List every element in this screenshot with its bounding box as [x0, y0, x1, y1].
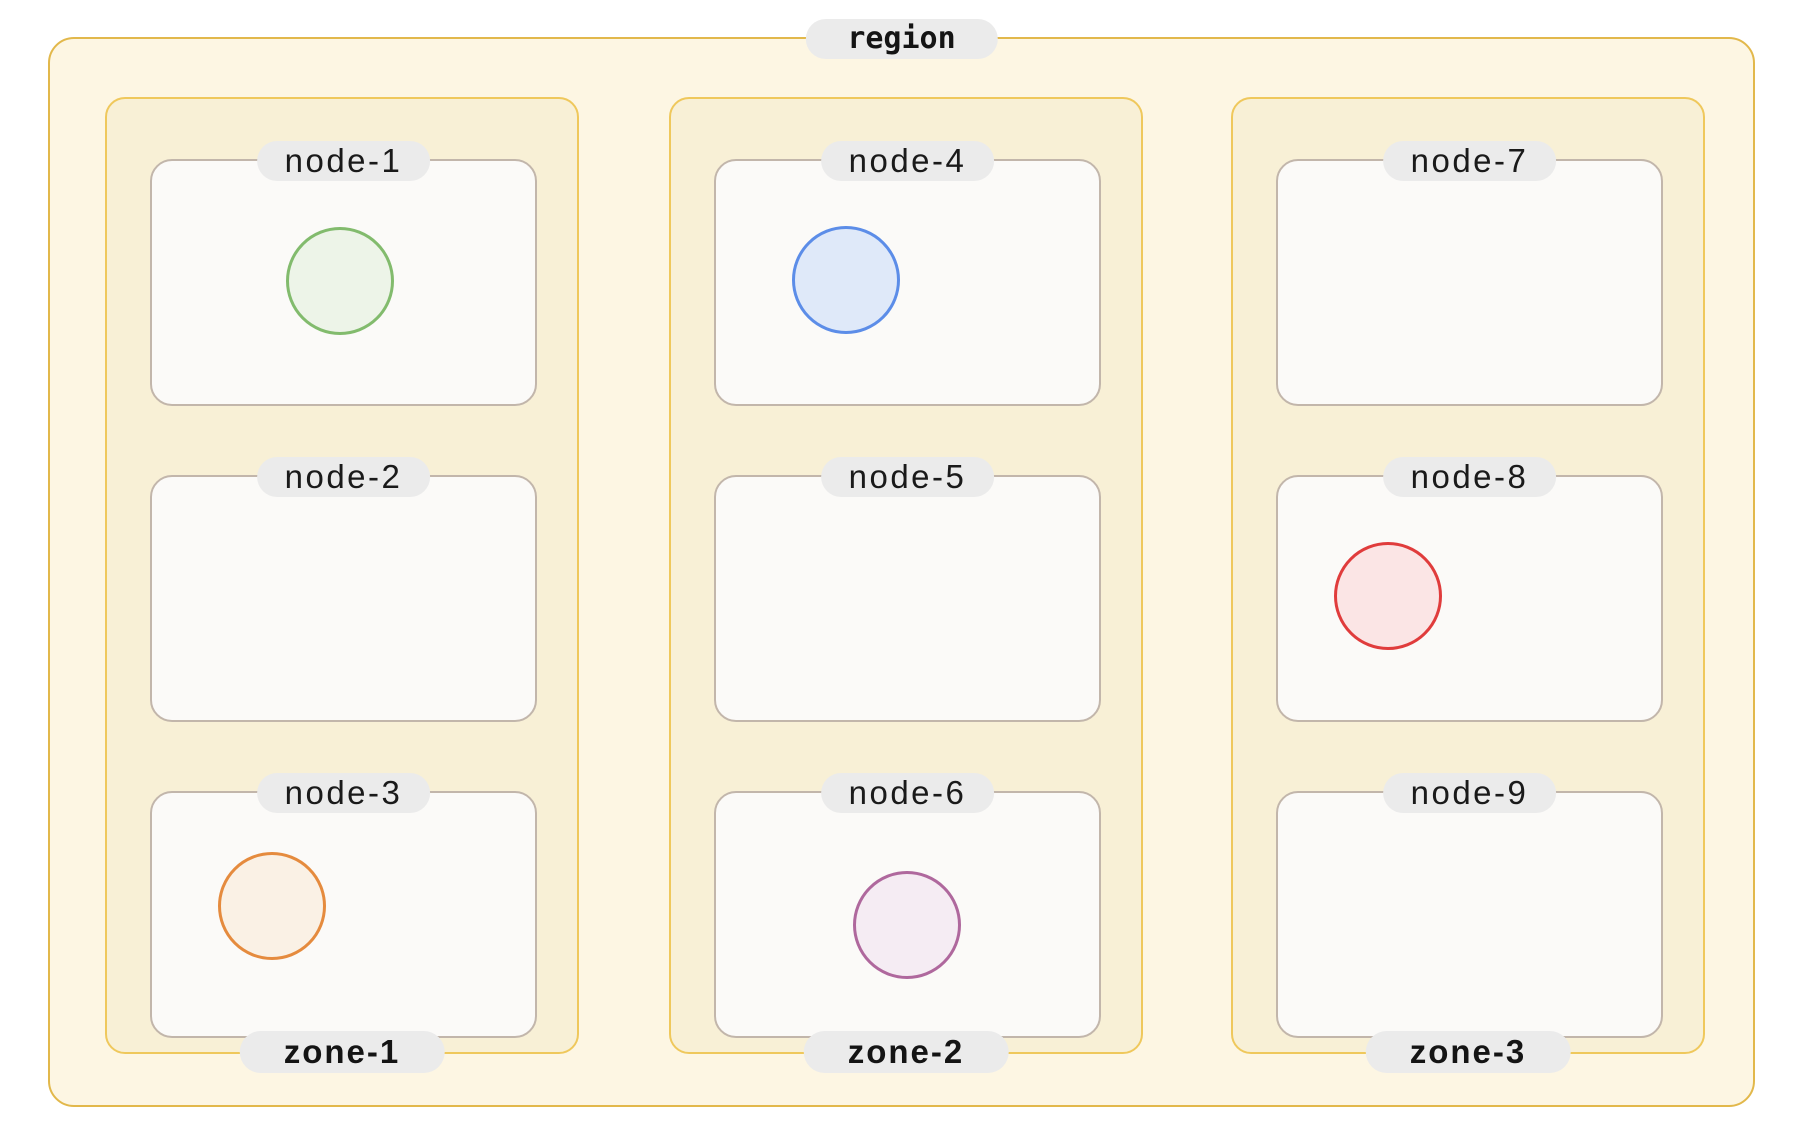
- zone-3-label: zone-3: [1365, 1031, 1571, 1073]
- zone-2-label: zone-2: [803, 1031, 1009, 1073]
- region-label: region: [805, 19, 998, 59]
- node-1-label: node-1: [256, 141, 431, 181]
- node-8-box: node-8: [1276, 457, 1663, 722]
- node-6-box: node-6: [714, 773, 1101, 1038]
- node-3-box: node-3: [150, 773, 537, 1038]
- node-1-box: node-1: [150, 141, 537, 406]
- node-3-label: node-3: [256, 773, 431, 813]
- zone-3-container: node-7 node-8 node-9 zone-3: [1231, 97, 1705, 1073]
- node-4-label: node-4: [820, 141, 995, 181]
- node-6-label: node-6: [820, 773, 995, 813]
- node-7-label: node-7: [1382, 141, 1557, 181]
- node-4-box: node-4: [714, 141, 1101, 406]
- node-2-box: node-2: [150, 457, 537, 722]
- pod-circle-orange: [218, 852, 326, 960]
- zone-2-container: node-4 node-5 node-6 zone-2: [669, 97, 1143, 1073]
- node-8-label: node-8: [1382, 457, 1557, 497]
- node-7-box: node-7: [1276, 141, 1663, 406]
- pod-circle-green: [286, 227, 394, 335]
- zone-1-container: node-1 node-2 node-3 zone-1: [105, 97, 579, 1073]
- node-5-box: node-5: [714, 457, 1101, 722]
- pod-circle-red: [1334, 542, 1442, 650]
- pod-circle-blue: [792, 226, 900, 334]
- node-5-label: node-5: [820, 457, 995, 497]
- region-container: region node-1 node-2 node-3 zone-1 node-…: [48, 19, 1755, 1107]
- node-9-box: node-9: [1276, 773, 1663, 1038]
- node-2-label: node-2: [256, 457, 431, 497]
- node-9-label: node-9: [1382, 773, 1557, 813]
- pod-circle-purple: [853, 871, 961, 979]
- zone-1-label: zone-1: [239, 1031, 445, 1073]
